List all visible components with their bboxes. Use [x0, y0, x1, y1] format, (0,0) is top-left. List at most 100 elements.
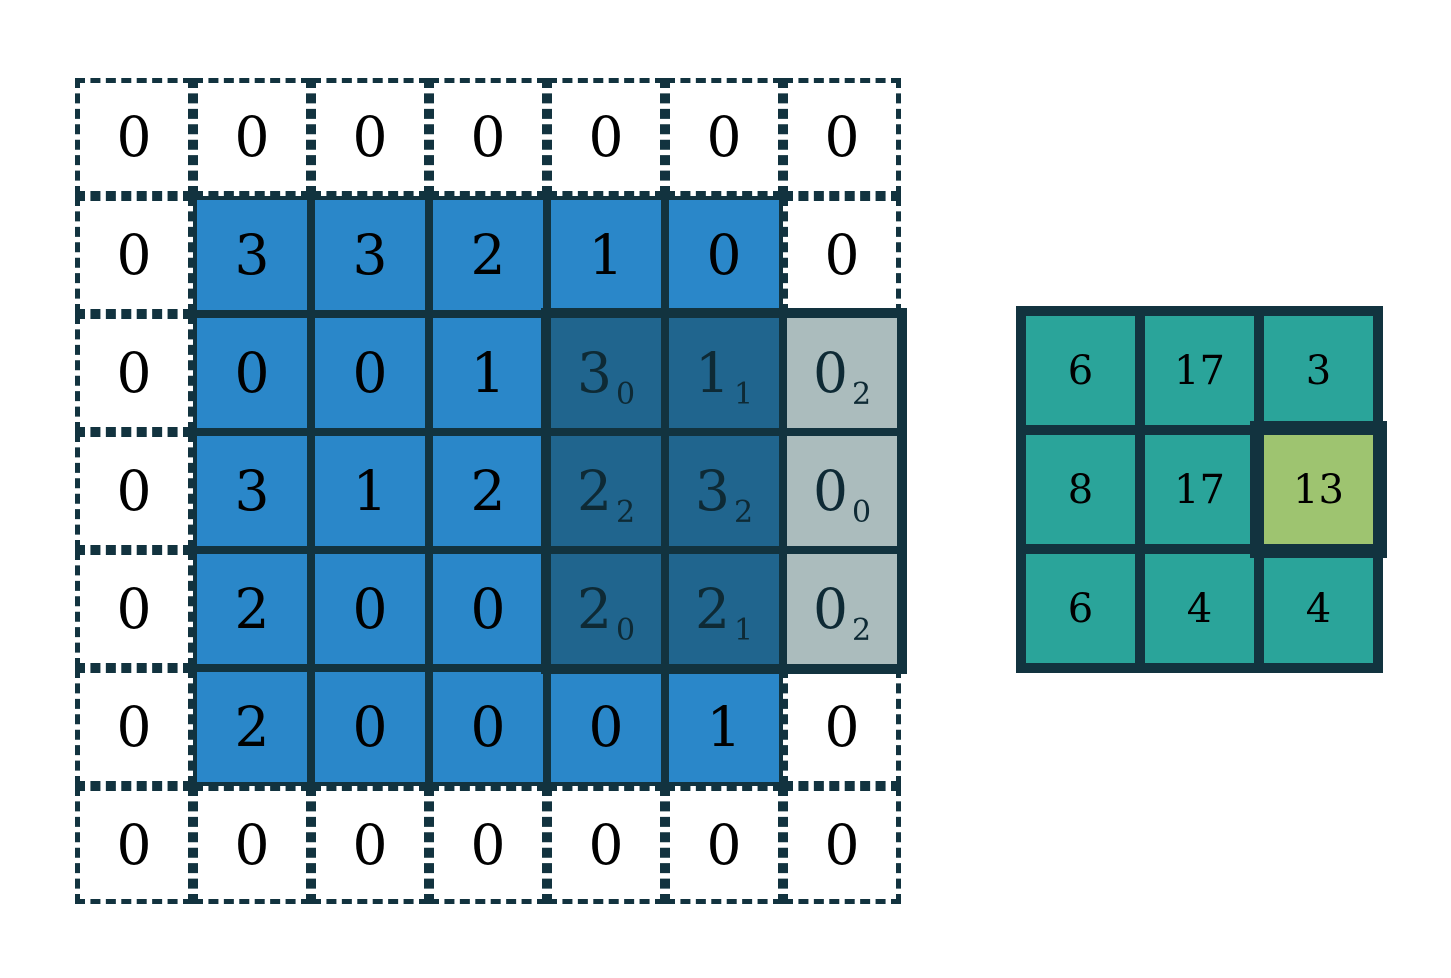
- window-cell-value: 1: [694, 340, 730, 405]
- cell-value: 1: [470, 340, 506, 405]
- padding-cell: 0: [75, 432, 193, 550]
- input-cell: 0: [311, 314, 429, 432]
- output-cell: 6: [1021, 549, 1140, 668]
- cell-value: 0: [588, 694, 624, 759]
- output-cell-value: 6: [1067, 585, 1094, 632]
- cell-value: 2: [470, 458, 506, 523]
- cell-value: 0: [588, 104, 624, 169]
- cell-value: 0: [352, 104, 388, 169]
- padding-cell: 0: [311, 786, 429, 904]
- cell-value: 0: [470, 812, 506, 877]
- padding-cell: 0: [193, 78, 311, 196]
- input-cell: 3: [311, 196, 429, 314]
- cell-value: 0: [352, 812, 388, 877]
- input-cell: 0: [429, 550, 547, 668]
- window-cell-value: 0: [812, 340, 848, 405]
- padding-cell: 0: [75, 78, 193, 196]
- cell-value: 0: [824, 104, 860, 169]
- output-cell-value: 4: [1305, 585, 1332, 632]
- cell-value: 1: [588, 222, 624, 287]
- window-cell-value: 2: [694, 576, 730, 641]
- output-cell: 8: [1021, 430, 1140, 549]
- input-cell: 2: [193, 550, 311, 668]
- padding-cell: 0: [547, 786, 665, 904]
- output-cell-value: 6: [1067, 347, 1094, 394]
- input-cell: 0: [311, 550, 429, 668]
- cell-value: 0: [234, 812, 270, 877]
- padding-cell: 0: [665, 78, 783, 196]
- padding-cell: 0: [547, 78, 665, 196]
- padding-cell: 0: [783, 668, 901, 786]
- cell-value: 2: [234, 694, 270, 759]
- padding-cell: 0: [783, 196, 901, 314]
- cell-value: 2: [234, 576, 270, 641]
- input-cell: 0: [193, 314, 311, 432]
- cell-value: 0: [352, 340, 388, 405]
- output-cell: 4: [1259, 549, 1378, 668]
- kernel-weight-subscript: 2: [733, 495, 754, 530]
- padding-cell: 0: [429, 786, 547, 904]
- kernel-weight-subscript: 1: [733, 613, 754, 648]
- output-cell: 3: [1259, 311, 1378, 430]
- input-cell: 2: [429, 432, 547, 550]
- padding-cell: 0: [193, 786, 311, 904]
- output-cell-value: 4: [1186, 585, 1213, 632]
- kernel-weight-subscript: 2: [615, 495, 636, 530]
- padding-cell: 0: [311, 78, 429, 196]
- input-cell: 0: [429, 668, 547, 786]
- cell-value: 3: [234, 458, 270, 523]
- cell-value: 0: [706, 104, 742, 169]
- window-cell-value: 2: [576, 458, 612, 523]
- cell-value: 0: [470, 104, 506, 169]
- input-cell: 0: [665, 196, 783, 314]
- cell-value: 1: [706, 694, 742, 759]
- padding-cell: 0: [75, 196, 193, 314]
- cell-value: 0: [116, 340, 152, 405]
- kernel-weight-subscript: 1: [733, 377, 754, 412]
- cell-value: 0: [116, 458, 152, 523]
- cell-value: 0: [116, 694, 152, 759]
- kernel-weight-subscript: 0: [851, 495, 872, 530]
- padding-cell: 0: [665, 786, 783, 904]
- output-cell-value: 17: [1174, 466, 1225, 513]
- padding-cell: 0: [75, 314, 193, 432]
- cell-value: 0: [824, 222, 860, 287]
- output-cell-value: 8: [1067, 466, 1094, 513]
- cell-value: 0: [234, 104, 270, 169]
- cell-value: 3: [352, 222, 388, 287]
- padding-cell: 0: [429, 78, 547, 196]
- window-cell-value: 0: [812, 576, 848, 641]
- padding-cell: 0: [75, 786, 193, 904]
- input-cell: 0: [311, 668, 429, 786]
- cell-value: 0: [470, 576, 506, 641]
- input-cell: 1: [429, 314, 547, 432]
- cell-value: 0: [706, 222, 742, 287]
- input-cell: 2: [193, 668, 311, 786]
- input-cell: 2: [429, 196, 547, 314]
- output-highlight-cell: 13: [1250, 421, 1387, 558]
- cell-value: 2: [470, 222, 506, 287]
- cell-value: 0: [352, 694, 388, 759]
- kernel-weight-subscript: 0: [615, 613, 636, 648]
- cell-value: 0: [116, 576, 152, 641]
- kernel-weight-subscript: 2: [851, 613, 872, 648]
- cell-value: 0: [824, 812, 860, 877]
- cell-value: 0: [824, 694, 860, 759]
- padding-cell: 0: [783, 78, 901, 196]
- output-cell: 17: [1140, 311, 1259, 430]
- input-cell: 1: [547, 196, 665, 314]
- cell-value: 0: [234, 340, 270, 405]
- input-cell: 1: [665, 668, 783, 786]
- cell-value: 1: [352, 458, 388, 523]
- window-cell-value: 3: [694, 458, 730, 523]
